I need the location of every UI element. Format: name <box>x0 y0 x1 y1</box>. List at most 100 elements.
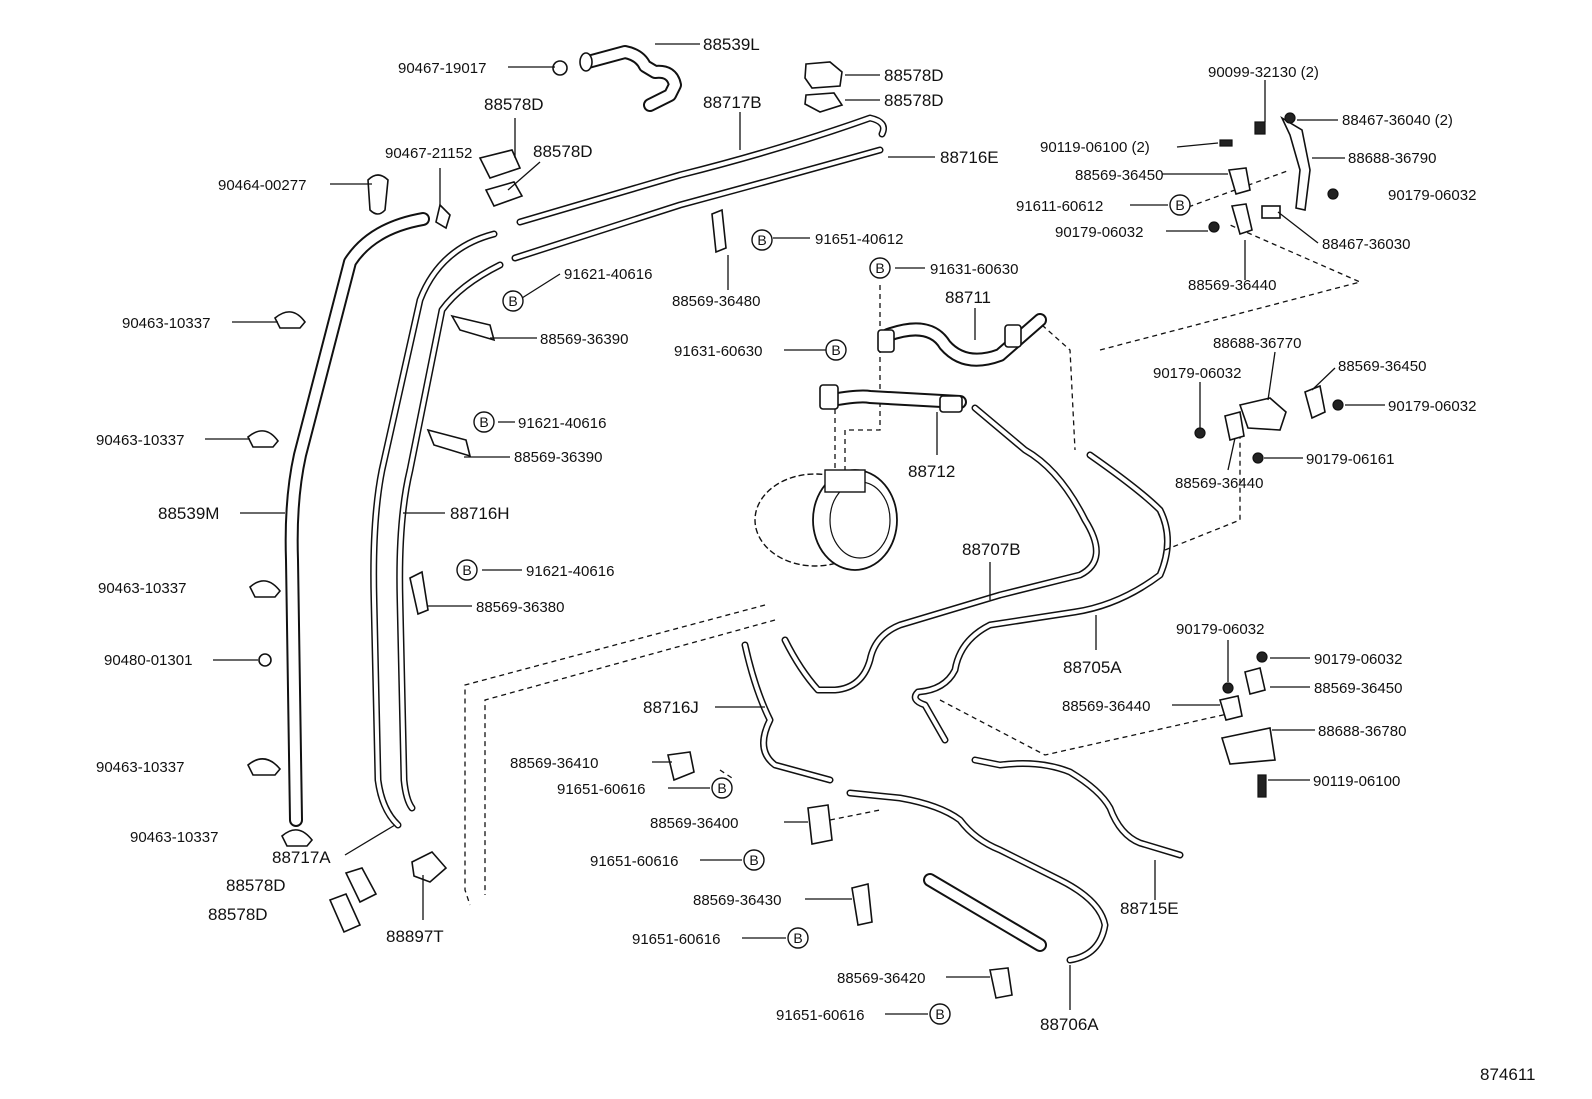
b-symbol-text: B <box>793 930 802 946</box>
b-symbol: B <box>825 339 847 361</box>
label-88578D: 88578D <box>226 876 286 895</box>
b-symbol: B <box>743 849 765 871</box>
label-91651-60616: 91651-60616 <box>557 781 645 798</box>
label-88569-36390: 88569-36390 <box>540 331 628 348</box>
label-88569-36450: 88569-36450 <box>1075 167 1163 184</box>
b-symbol: B <box>869 257 891 279</box>
label-91621-40616: 91621-40616 <box>564 266 652 283</box>
label-88897T: 88897T <box>386 927 444 946</box>
b-symbol-text: B <box>749 852 758 868</box>
label-88569-36410: 88569-36410 <box>510 755 598 772</box>
label-90179-06032: 90179-06032 <box>1176 621 1264 638</box>
label-88569-36420: 88569-36420 <box>837 970 925 987</box>
compressor <box>754 285 898 571</box>
label-88569-36390: 88569-36390 <box>514 449 602 466</box>
label-90480-01301: 90480-01301 <box>104 652 192 669</box>
label-90463-10337: 90463-10337 <box>96 759 184 776</box>
label-90119-06100-2: 90119-06100 (2) <box>1040 139 1150 156</box>
clamp-parts <box>246 60 1344 999</box>
b-symbols: B B B B B B B B B B B <box>456 194 1191 1025</box>
label-88717B: 88717B <box>703 93 762 112</box>
b-symbol-text: B <box>757 232 766 248</box>
label-90179-06032: 90179-06032 <box>1055 224 1143 241</box>
label-90463-10337: 90463-10337 <box>96 432 184 449</box>
b-symbol: B <box>711 777 733 799</box>
label-90467-21152: 90467-21152 <box>385 145 472 162</box>
b-symbol: B <box>751 229 773 251</box>
b-symbol: B <box>787 927 809 949</box>
label-88578D: 88578D <box>208 905 268 924</box>
label-90119-06100: 90119-06100 <box>1313 773 1400 790</box>
b-symbol-text: B <box>479 414 488 430</box>
label-88467-36030: 88467-36030 <box>1322 236 1410 253</box>
label-91651-60616: 91651-60616 <box>590 853 678 870</box>
pipe-88707B <box>781 404 1100 694</box>
label-88539M: 88539M <box>158 504 219 523</box>
label-90463-10337: 90463-10337 <box>98 580 186 597</box>
b-symbol-text: B <box>462 562 471 578</box>
label-91651-60616: 91651-60616 <box>632 931 720 948</box>
label-88717A: 88717A <box>272 848 331 867</box>
label-90464-00277: 90464-00277 <box>218 177 306 194</box>
hose-88539L <box>579 45 682 112</box>
label-88569-36400: 88569-36400 <box>650 815 738 832</box>
diagram-id: 874611 <box>1480 1065 1535 1084</box>
b-symbol: B <box>456 559 478 581</box>
pipe-88706A <box>846 789 1109 964</box>
label-88539L: 88539L <box>703 35 760 54</box>
b-symbol: B <box>929 1003 951 1025</box>
label-91631-60630: 91631-60630 <box>674 343 762 360</box>
pipe-88705A <box>911 451 1171 744</box>
label-91621-40616: 91621-40616 <box>526 563 614 580</box>
hose-88712 <box>819 384 967 413</box>
label-88467-36040: 88467-36040 (2) <box>1342 112 1453 129</box>
label-88688-36770: 88688-36770 <box>1213 335 1301 352</box>
label-88716J: 88716J <box>643 698 699 717</box>
label-88569-36440: 88569-36440 <box>1062 698 1150 715</box>
part-labels: 88539L 90467-19017 88578D 88578D 88578D … <box>96 35 1535 1084</box>
b-symbol-text: B <box>508 293 517 309</box>
label-88706A: 88706A <box>1040 1015 1099 1034</box>
label-90179-06032: 90179-06032 <box>1388 398 1476 415</box>
label-90179-06161: 90179-06161 <box>1306 451 1394 468</box>
pipe-88715E <box>971 756 1184 859</box>
label-91631-60630: 91631-60630 <box>930 261 1018 278</box>
b-symbol-text: B <box>717 780 726 796</box>
label-88578D: 88578D <box>884 66 944 85</box>
b-symbol: B <box>1169 194 1191 216</box>
label-90179-06032: 90179-06032 <box>1388 187 1476 204</box>
b-symbol-text: B <box>875 260 884 276</box>
label-88569-36450: 88569-36450 <box>1338 358 1426 375</box>
label-91651-60616: 91651-60616 <box>776 1007 864 1024</box>
label-88705A: 88705A <box>1063 658 1122 677</box>
pipe-88716J <box>741 641 834 784</box>
label-88688-36780: 88688-36780 <box>1318 723 1406 740</box>
label-88569-36450: 88569-36450 <box>1314 680 1402 697</box>
leader-lines <box>205 43 1385 1015</box>
b-symbol-text: B <box>1175 197 1184 213</box>
b-symbol: B <box>473 411 495 433</box>
label-91651-40612: 91651-40612 <box>815 231 903 248</box>
label-90179-06032: 90179-06032 <box>1314 651 1402 668</box>
label-88569-36440: 88569-36440 <box>1175 475 1263 492</box>
label-90467-19017: 90467-19017 <box>398 60 486 77</box>
label-88716E: 88716E <box>940 148 999 167</box>
label-88707B: 88707B <box>962 540 1021 559</box>
label-88578D: 88578D <box>884 91 944 110</box>
label-88569-36380: 88569-36380 <box>476 599 564 616</box>
label-90463-10337: 90463-10337 <box>130 829 218 846</box>
pipe-88717B <box>516 114 887 226</box>
label-90463-10337: 90463-10337 <box>122 315 210 332</box>
label-88688-36790: 88688-36790 <box>1348 150 1436 167</box>
label-88578D: 88578D <box>533 142 593 161</box>
label-88715E: 88715E <box>1120 899 1179 918</box>
label-88712: 88712 <box>908 462 955 481</box>
b-symbol-text: B <box>831 342 840 358</box>
label-90179-06032: 90179-06032 <box>1153 365 1241 382</box>
label-88569-36430: 88569-36430 <box>693 892 781 909</box>
pipe-88717A <box>370 230 498 829</box>
label-88711: 88711 <box>945 288 991 307</box>
b-symbol-text: B <box>935 1006 944 1022</box>
